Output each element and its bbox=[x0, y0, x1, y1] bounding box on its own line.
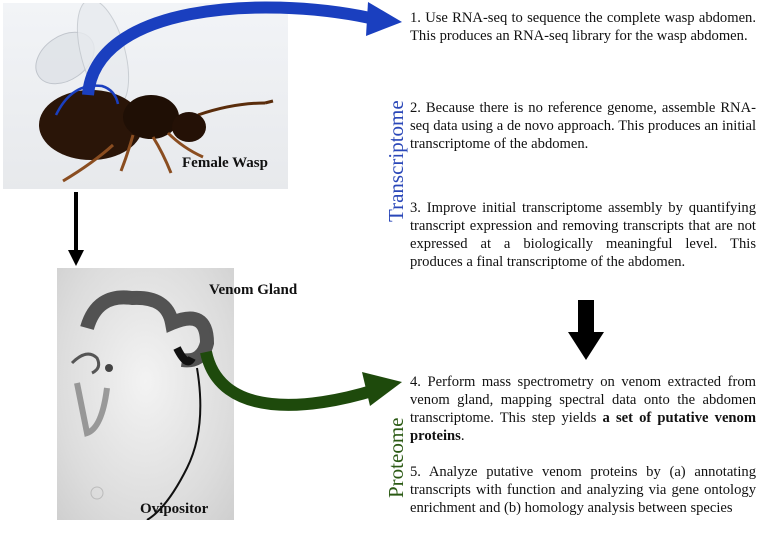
step-2-text: 2. Because there is no reference genome,… bbox=[410, 100, 756, 152]
step-1-text: 1. Use RNA-seq to sequence the complete … bbox=[410, 10, 756, 44]
green-arrow-head bbox=[362, 372, 402, 406]
step-4-text: 4. Perform mass spectrometry on venom ex… bbox=[410, 373, 756, 445]
green-curved-arrow bbox=[200, 350, 377, 411]
venom-gland-photo bbox=[57, 268, 234, 520]
step-3-text: 3. Improve initial transcriptome assembl… bbox=[410, 200, 756, 270]
thick-down-arrow-shaft bbox=[578, 300, 594, 334]
blue-arc-over-abdomen bbox=[54, 84, 120, 116]
venom-gland-illustration bbox=[70, 290, 215, 520]
step-4-highlight: a set of putative venom proteins bbox=[410, 410, 756, 444]
thick-down-arrow-head bbox=[568, 332, 604, 360]
ovipositor-label: Ovipositor bbox=[140, 501, 209, 517]
step-4-text-start: 4. Perform mass spectrometry on venom ex… bbox=[410, 374, 756, 426]
female-wasp-label: Female Wasp bbox=[182, 155, 268, 171]
venom-gland-label: Venom Gland bbox=[209, 282, 298, 298]
female-wasp-photo bbox=[3, 3, 288, 189]
black-down-arrow-head bbox=[68, 250, 84, 266]
step-5-text: 5. Analyze putative venom proteins by (a… bbox=[410, 464, 756, 516]
blue-curved-arrow bbox=[82, 1, 372, 96]
transcriptome-section-label: Transcriptome bbox=[384, 100, 408, 222]
blue-arrow-head bbox=[366, 2, 402, 36]
proteome-section-label: Proteome bbox=[384, 417, 408, 498]
step-4-text-end: . bbox=[460, 428, 465, 444]
